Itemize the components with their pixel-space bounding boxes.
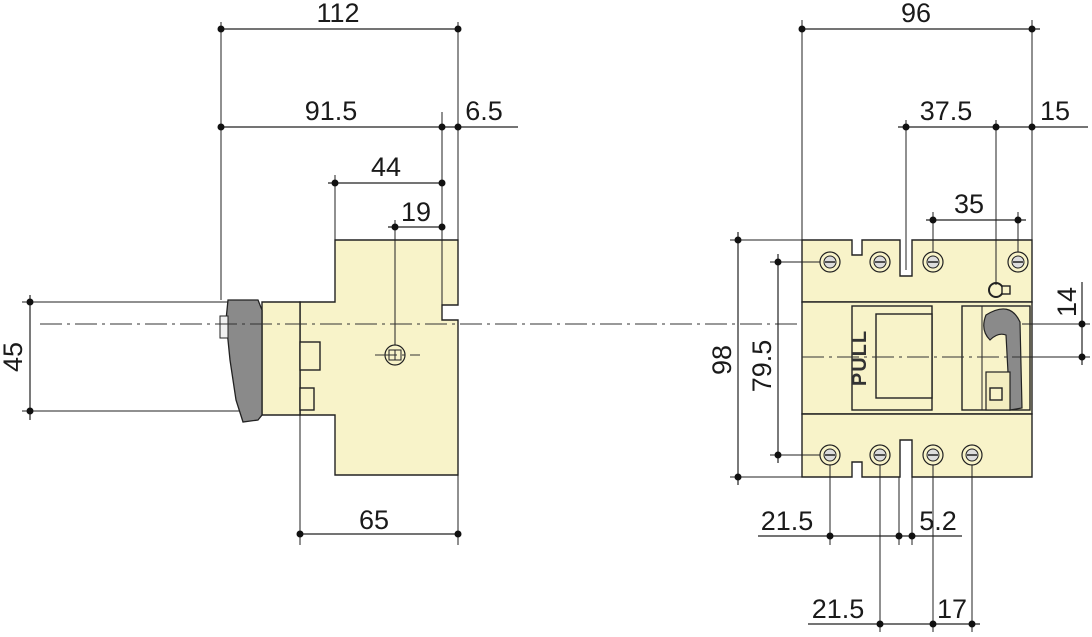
side-view: 112 91.5 6.5 44 19 65 45 (0, 0, 518, 545)
side-view-handle (225, 299, 263, 423)
side-view-clip (299, 387, 315, 411)
dim-left-depth-to-rail: 91.5 (305, 96, 358, 126)
dim-right-edge-offset: 15 (1040, 96, 1070, 126)
dim-left-handle-height: 45 (0, 342, 28, 372)
dim-right-gap: 5.2 (919, 506, 957, 536)
dim-right-handle-height: 14 (1052, 287, 1082, 317)
dim-left-total-depth: 112 (316, 0, 359, 28)
screw-icons-top (819, 251, 1029, 273)
dim-right-pitch-3: 17 (937, 594, 967, 624)
front-view-handle (983, 308, 1023, 411)
side-view-front-cap (261, 301, 301, 416)
dim-right-screw-span-top: 35 (954, 189, 984, 219)
front-view: PULL 96 (707, 0, 1090, 632)
side-view-latch (299, 341, 321, 371)
side-view-body (299, 239, 459, 476)
dim-left-front-depth: 44 (371, 152, 401, 182)
test-button-icon (989, 387, 1003, 401)
dim-right-pitch-2: 21.5 (812, 594, 865, 624)
dim-right-total-width: 96 (901, 0, 931, 28)
pull-label: PULL (849, 330, 871, 386)
front-view-bottom-block (801, 413, 1033, 478)
dim-left-terminal-offset: 19 (401, 197, 431, 227)
dim-right-handle-offset: 37.5 (920, 96, 973, 126)
screw-icons-bottom (819, 444, 983, 466)
dim-left-base-depth: 65 (359, 505, 389, 535)
dim-right-pitch-1: 21.5 (761, 506, 814, 536)
side-view-handle-tip (219, 315, 229, 339)
dim-right-terminal-height: 79.5 (747, 340, 777, 393)
dim-left-rail-offset: 6.5 (465, 96, 503, 126)
dim-right-total-height: 98 (707, 345, 737, 375)
